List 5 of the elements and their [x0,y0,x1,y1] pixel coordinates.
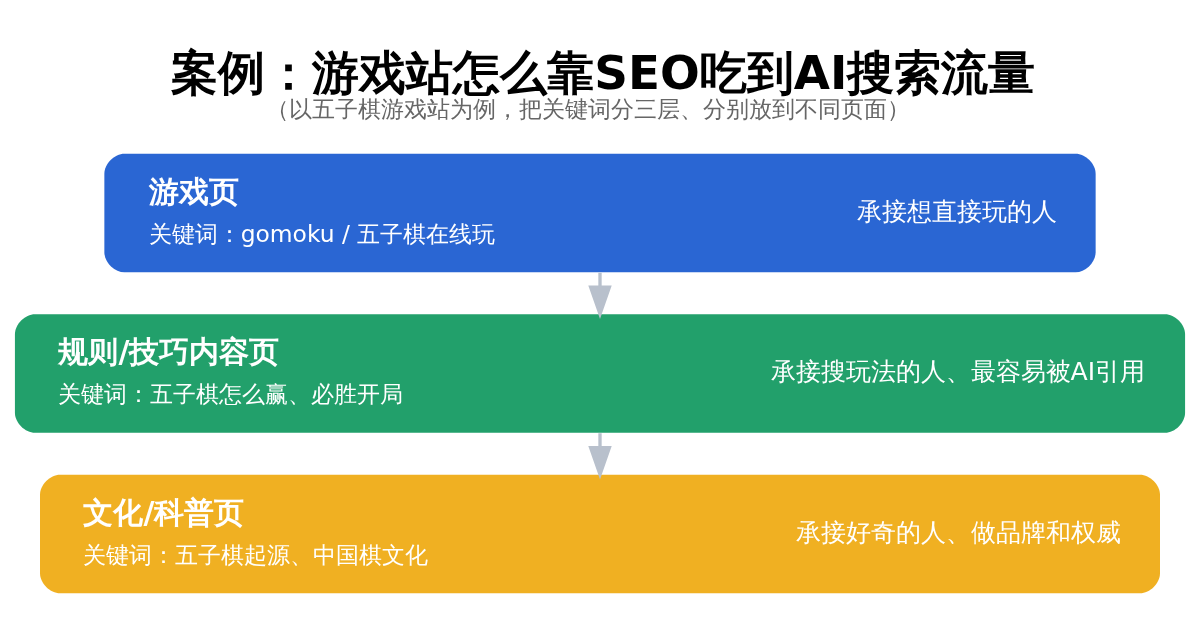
node-box: 游戏页 关键词：gomoku / 五子棋在线玩 承接想直接玩的人 [104,153,1096,273]
arrow [588,272,612,320]
arrow [588,433,612,480]
node-box: 文化/科普页 关键词：五子棋起源、中国棋文化 承接好奇的人、做品牌和权威 [40,474,1160,594]
node-box: 规则/技巧内容页 关键词：五子棋怎么赢、必胜开局 承接搜玩法的人、最容易被AI引用 [14,314,1186,433]
